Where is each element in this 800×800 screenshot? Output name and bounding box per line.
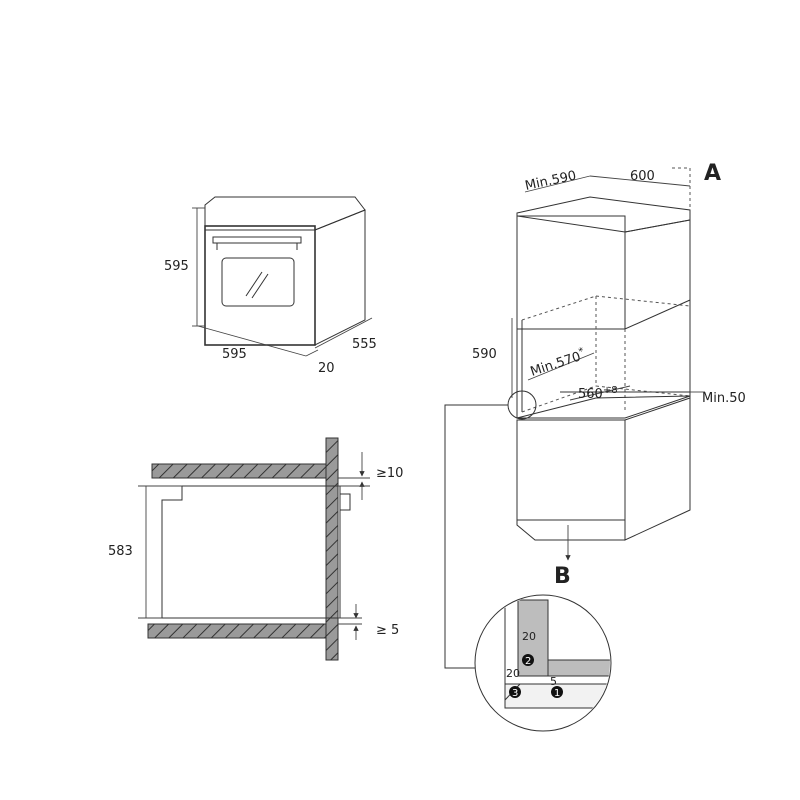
marker-1: 1 <box>554 688 560 699</box>
section-height-label: 583 <box>108 544 133 559</box>
oven-drawing <box>204 196 366 346</box>
cabinet-inner-width-label: 560+8 <box>578 385 618 402</box>
oven-front-label: 20 <box>318 361 335 376</box>
cabinet-min-depth-label: Min.590 <box>524 168 578 193</box>
section-bottom-gap-label: ≥ 5 <box>376 623 399 638</box>
marker-3: 3 <box>512 688 518 699</box>
detail-dim-1: 20 <box>522 630 536 643</box>
section-dimension-lines <box>138 452 370 640</box>
oven-width-label: 595 <box>222 347 247 362</box>
oven-height-label: 595 <box>164 259 189 274</box>
cabinet-dimension-lines <box>511 175 705 561</box>
oven-dimension-lines <box>192 207 373 357</box>
detail-view <box>474 594 612 732</box>
cabinet-width-label: 600 <box>630 169 655 184</box>
label-a: A <box>704 161 721 186</box>
label-b: B <box>554 564 571 589</box>
oven-depth-label: 555 <box>352 337 377 352</box>
section-top-gap-label: ≥10 <box>376 466 403 481</box>
detail-dim-2: 20 <box>506 667 520 680</box>
marker-2: 2 <box>525 656 531 667</box>
cabinet-height-label: 590 <box>472 347 497 362</box>
cabinet-drawing <box>516 167 691 541</box>
detail-dim-3: 5 <box>550 675 557 688</box>
callout-leader <box>444 404 508 669</box>
cabinet-side-gap-label: Min.50 <box>702 391 746 406</box>
section-drawing <box>147 437 351 661</box>
cabinet-inner-depth-label: Min.570* <box>528 346 587 380</box>
